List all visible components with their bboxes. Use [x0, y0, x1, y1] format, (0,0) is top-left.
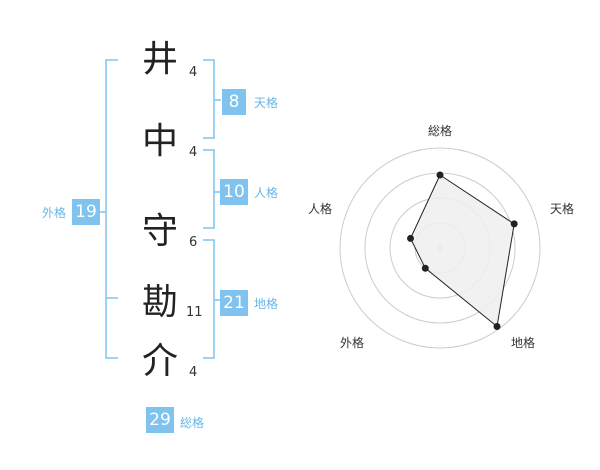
jinkaku-bracket — [203, 149, 215, 229]
name-char-2: 中 — [141, 121, 178, 162]
stroke-count-2: 4 — [189, 145, 198, 160]
soukaku-label: 総格 — [180, 416, 205, 430]
tenkaku-bracket — [203, 59, 215, 139]
radar-axis-label-jinkaku: 人格 — [308, 202, 333, 216]
name-char-3: 守 — [141, 211, 178, 252]
radar-point-1 — [436, 171, 444, 179]
gaikaku-bracket — [105, 59, 118, 359]
name-char-5: 介 — [141, 341, 178, 382]
soukaku-value-badge: 29 — [146, 407, 174, 433]
gaikaku-value-badge: 19 — [72, 199, 100, 225]
radar-series-area — [409, 174, 515, 328]
radar-point-4 — [421, 264, 429, 272]
chikaku-label: 地格 — [254, 297, 279, 311]
chikaku-bracket — [203, 239, 215, 359]
radar-axis-label-chikaku: 地格 — [511, 336, 536, 350]
radar-axis-label-tenkaku: 天格 — [550, 202, 575, 216]
radar-point-5 — [407, 234, 415, 242]
jinkaku-label: 人格 — [254, 186, 279, 200]
name-char-4: 勘 — [141, 282, 178, 323]
radar-ring — [339, 147, 541, 349]
name-char-1: 井 — [141, 39, 178, 80]
radar-axis-label-soukaku: 総格 — [428, 124, 453, 138]
stroke-count-1: 4 — [189, 65, 198, 80]
jinkaku-value-badge: 10 — [220, 179, 248, 205]
stroke-count-4: 11 — [186, 305, 203, 320]
tenkaku-label: 天格 — [254, 96, 279, 110]
radar-axis-label-gaikaku: 外格 — [340, 336, 365, 350]
gaikaku-label: 外格 — [42, 206, 67, 220]
tenkaku-value-badge: 8 — [222, 89, 246, 115]
chikaku-value-badge: 21 — [220, 290, 248, 316]
stroke-count-5: 4 — [189, 365, 198, 380]
stroke-count-3: 6 — [189, 235, 198, 250]
radar-point-2 — [510, 220, 518, 228]
radar-point-3 — [493, 322, 501, 330]
